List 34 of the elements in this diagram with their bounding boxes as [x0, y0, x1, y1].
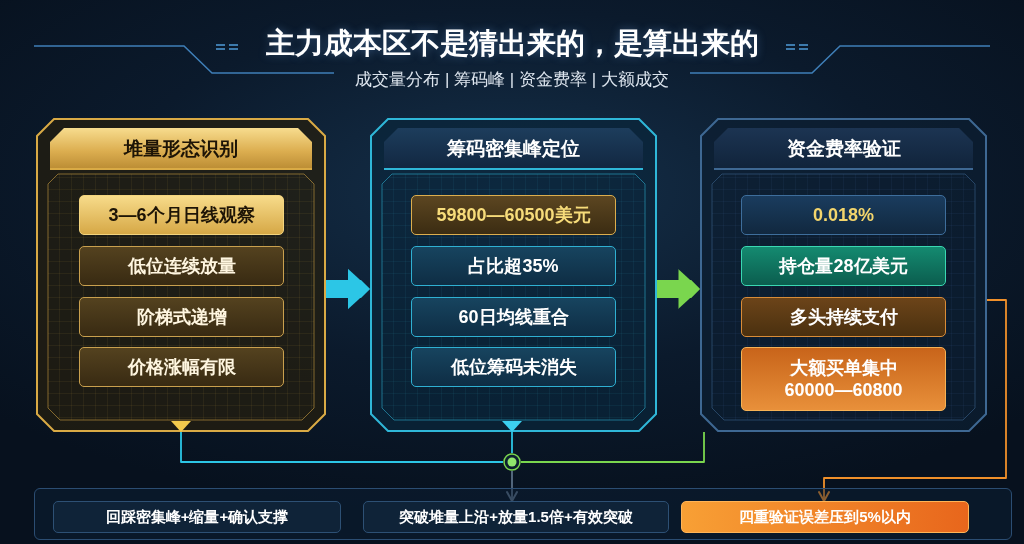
connector-line — [506, 470, 518, 502]
panel-heading: 堆量形态识别 — [50, 128, 312, 170]
step-panel — [36, 118, 326, 432]
info-box: 60日均线重合 — [411, 297, 616, 337]
connector-line — [520, 431, 705, 463]
junction-dot — [503, 453, 521, 471]
info-box: 突破堆量上沿+放量1.5倍+有效突破 — [363, 501, 669, 533]
title: 主力成本区不是猜出来的，是算出来的 — [265, 26, 759, 61]
step-panel — [700, 118, 987, 432]
subtitle: 成交量分布 | 筹码峰 | 资金费率 | 大额成交 — [355, 69, 669, 91]
info-box: 价格涨幅有限 — [79, 347, 284, 387]
connector-line — [180, 431, 504, 463]
pointer-triangle — [502, 421, 522, 432]
arrow — [326, 267, 370, 311]
info-box: 低位筹码未消失 — [411, 347, 616, 387]
info-box: 四重验证误差压到5%以内 — [681, 501, 969, 533]
step-panel — [370, 118, 657, 432]
info-box: 59800—60500美元 — [411, 195, 616, 235]
pointer-triangle — [171, 421, 191, 432]
info-box: 占比超35% — [411, 246, 616, 286]
info-box: 持仓量28亿美元 — [741, 246, 946, 286]
info-box: 阶梯式递增 — [79, 297, 284, 337]
panel-heading: 筹码密集峰定位 — [384, 128, 643, 170]
panel-heading: 资金费率验证 — [714, 128, 973, 170]
connector-line — [818, 299, 1007, 502]
arrow — [657, 267, 700, 311]
info-box: 0.018% — [741, 195, 946, 235]
info-box: 回踩密集峰+缩量+确认支撑 — [53, 501, 341, 533]
info-box: 大额买单集中60000—60800 — [741, 347, 946, 411]
info-box: 3—6个月日线观察 — [79, 195, 284, 235]
info-box: 多头持续支付 — [741, 297, 946, 337]
connector-line — [511, 431, 513, 454]
info-box: 低位连续放量 — [79, 246, 284, 286]
footer-panel — [34, 488, 1012, 540]
